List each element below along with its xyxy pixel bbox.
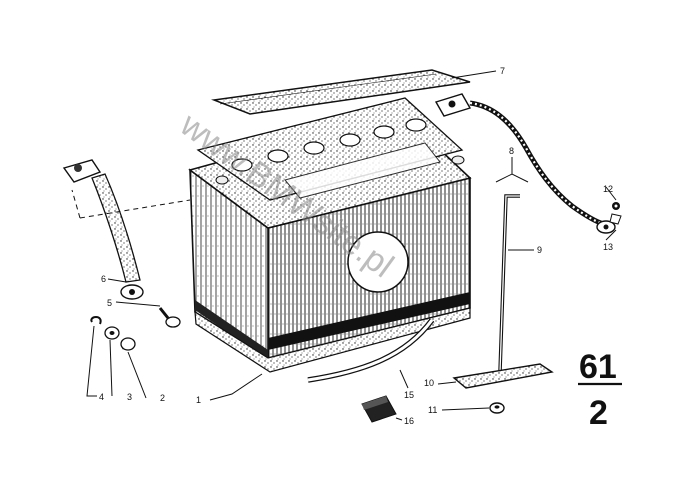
positive-cable (434, 93, 616, 234)
callout-5: 5 (107, 298, 112, 308)
battery-badge (347, 231, 409, 293)
terminal-post-left (215, 175, 229, 185)
callout-8: 8 (509, 146, 514, 156)
callout-7: 7 (500, 66, 505, 76)
group-code-denominator: 2 (589, 394, 608, 432)
group-code: 61 2 (579, 348, 617, 432)
callout-3: 3 (127, 392, 132, 402)
clamp-plate (452, 363, 554, 389)
callout-9: 9 (537, 245, 542, 255)
callout-4: 4 (99, 392, 104, 402)
cable-nut (612, 202, 620, 210)
terminal-cover (361, 395, 397, 423)
callout-11: 11 (428, 405, 437, 415)
battery-tray (194, 307, 471, 373)
cable-screw (609, 213, 622, 225)
fastener-washer (104, 326, 120, 340)
fastener-bolt (120, 337, 136, 351)
callout-10: 10 (424, 378, 434, 388)
callout-15: 15 (404, 390, 414, 400)
filler-caps (231, 118, 427, 172)
strap-screw (158, 307, 181, 328)
callout-2: 2 (160, 393, 165, 403)
leader-lines (71, 70, 622, 421)
callout-labels: 7 8 9 12 13 6 5 4 3 2 1 15 10 11 16 (99, 66, 613, 426)
top-cover-plate (211, 69, 471, 115)
callout-6: 6 (101, 274, 106, 284)
fastener-spring-washer (90, 316, 102, 325)
callout-1: 1 (196, 395, 201, 405)
drain-hose (307, 318, 435, 383)
callout-12: 12 (603, 184, 613, 194)
callout-13: 13 (603, 242, 613, 252)
battery-lid (196, 97, 464, 201)
battery-base-band (268, 292, 470, 350)
hold-down-rod (498, 194, 520, 373)
battery (188, 97, 472, 373)
callout-16: 16 (404, 416, 414, 426)
earth-strap (62, 159, 144, 300)
washer-nut (489, 402, 505, 414)
terminal-post-right (451, 155, 465, 165)
group-code-numerator: 61 (579, 348, 617, 386)
